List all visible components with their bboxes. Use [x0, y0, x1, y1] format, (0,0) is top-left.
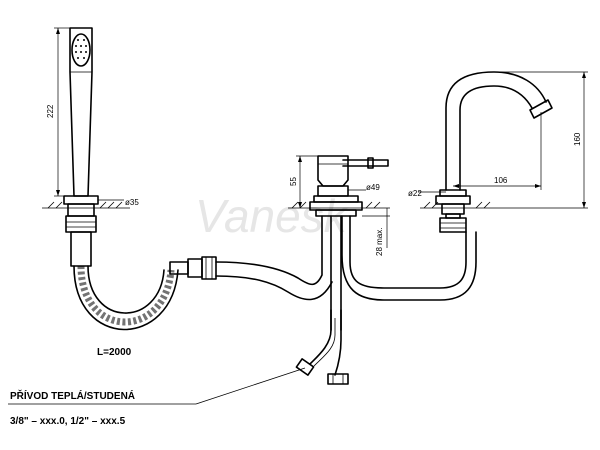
deck-left [42, 201, 130, 209]
hose-length-label: L=2000 [97, 347, 132, 358]
supply-callout: PŘÍVOD TEPLÁ/STUDENÁ 3/8" – xxx.0, 1/2" … [8, 367, 306, 427]
deck-center [288, 201, 390, 209]
dim-label-55: 55 [289, 177, 298, 186]
hose-connector [169, 256, 217, 280]
dim-hand-shower-base: ø35 [98, 198, 139, 207]
dim-label-222: 222 [46, 104, 55, 118]
mixer [309, 155, 389, 217]
dim-label-28max: 28 max. [375, 228, 384, 256]
dim-spout-dia: ø22 [408, 189, 446, 198]
dim-label-160: 160 [573, 132, 582, 146]
spray-holes [75, 39, 87, 59]
dim-spout-height: 160 [494, 71, 588, 209]
dim-deck-thickness: 28 max. [362, 208, 390, 256]
deck-right [420, 201, 500, 209]
dim-hand-shower-length: 222 [46, 27, 70, 197]
dim-mixer-dia: ø49 [348, 183, 380, 192]
spout [435, 71, 553, 233]
dim-mixer-height: 55 [289, 155, 318, 208]
dim-label-106: 106 [494, 176, 508, 185]
supply-sizes: 3/8" – xxx.0, 1/2" – xxx.5 [10, 416, 126, 427]
dim-spout-reach: 106 [453, 112, 542, 190]
dim-label-49: ø49 [366, 183, 380, 192]
flexible-hose [73, 265, 179, 331]
mixer-pipes [215, 215, 477, 385]
hand-shower [63, 27, 99, 267]
dim-label-22: ø22 [408, 189, 422, 198]
supply-label: PŘÍVOD TEPLÁ/STUDENÁ [10, 389, 135, 402]
dim-label-35: ø35 [125, 198, 139, 207]
